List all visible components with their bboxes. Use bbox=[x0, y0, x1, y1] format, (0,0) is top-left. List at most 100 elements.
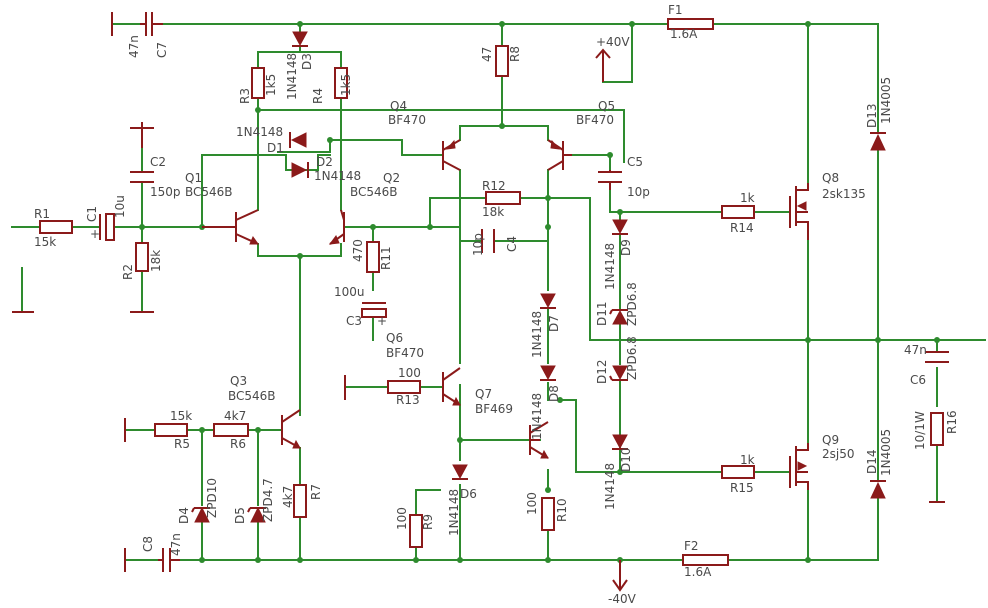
label-q8: Q8 bbox=[822, 171, 839, 185]
label-q9v: 2sj50 bbox=[822, 447, 855, 461]
label-r12v: 18k bbox=[482, 205, 504, 219]
resistor-r6 bbox=[213, 423, 249, 437]
label-d4: D4 bbox=[177, 507, 191, 524]
transistor-q3 bbox=[281, 409, 301, 449]
label-q2: Q2 bbox=[383, 171, 400, 185]
capacitor-c1: + bbox=[90, 213, 115, 241]
capacitor-c3: + bbox=[361, 302, 387, 328]
label-c7v: 47n bbox=[127, 35, 141, 58]
label-d7v: 1N4148 bbox=[530, 311, 544, 358]
label-q9: Q9 bbox=[822, 433, 839, 447]
component-labels: 47n C7 F1 1.6A +40V 47 R8 D3 1N4148 R3 1… bbox=[34, 3, 959, 606]
label-f2: F2 bbox=[684, 539, 699, 553]
diode-d6 bbox=[452, 464, 468, 480]
wires bbox=[11, 23, 986, 579]
resistor-r2 bbox=[135, 242, 149, 272]
junction-dots bbox=[139, 21, 940, 563]
label-q8v: 2sk135 bbox=[822, 187, 866, 201]
label-q5v: BF470 bbox=[576, 113, 614, 127]
diode-d9 bbox=[612, 219, 628, 235]
resistor-r1 bbox=[39, 220, 73, 234]
label-r15v: 1k bbox=[740, 453, 755, 467]
diode-d1 bbox=[289, 132, 307, 148]
label-c3: C3 bbox=[346, 314, 362, 328]
label-r16: R16 bbox=[945, 410, 959, 434]
label-d3: D3 bbox=[300, 53, 314, 70]
resistor-r16 bbox=[930, 412, 944, 446]
label-r3: R3 bbox=[238, 88, 252, 104]
diode-d3 bbox=[292, 31, 308, 47]
transistor-q8 bbox=[789, 183, 809, 240]
label-f1: F1 bbox=[668, 3, 683, 17]
transistor-q5 bbox=[547, 139, 572, 171]
fuse-f2 bbox=[682, 554, 729, 566]
label-d4v: ZPD10 bbox=[205, 478, 219, 518]
label-r8: R8 bbox=[508, 46, 522, 62]
label-r13: R13 bbox=[396, 393, 420, 407]
label-d1: D1 bbox=[267, 141, 284, 155]
label-d6v: 1N4148 bbox=[447, 489, 461, 536]
label-f2v: 1.6A bbox=[684, 565, 712, 579]
label-c4v: 10p bbox=[471, 233, 485, 256]
label-r11: R11 bbox=[379, 246, 393, 270]
label-q3v: BC546B bbox=[228, 389, 276, 403]
label-neg-rail: -40V bbox=[608, 592, 637, 606]
label-q6: Q6 bbox=[386, 331, 403, 345]
label-c6: C6 bbox=[910, 373, 926, 387]
label-q4: Q4 bbox=[390, 99, 407, 113]
label-d9v: 1N4148 bbox=[603, 243, 617, 290]
label-r4v: 1k5 bbox=[339, 74, 353, 96]
label-r7: R7 bbox=[309, 484, 323, 500]
label-q6v: BF470 bbox=[386, 346, 424, 360]
capacitor-c4 bbox=[481, 229, 495, 253]
label-d10v: 1N4148 bbox=[603, 463, 617, 510]
label-q4v: BF470 bbox=[388, 113, 426, 127]
label-r2: R2 bbox=[121, 264, 135, 280]
label-q5: Q5 bbox=[598, 99, 615, 113]
label-q1: Q1 bbox=[185, 171, 202, 185]
label-d3v: 1N4148 bbox=[285, 53, 299, 100]
label-d2v: 1N4148 bbox=[314, 169, 361, 183]
label-d8v: 1N4148 bbox=[530, 393, 544, 440]
label-pos-rail: +40V bbox=[596, 35, 630, 49]
label-c5v: 10p bbox=[627, 185, 650, 199]
label-c6v: 47n bbox=[904, 343, 927, 357]
resistor-r15 bbox=[721, 465, 755, 479]
label-c3v: 100u bbox=[334, 285, 365, 299]
transistor-q7 bbox=[442, 367, 461, 406]
label-q1v: BC546B bbox=[185, 185, 233, 199]
label-r5v: 15k bbox=[170, 409, 192, 423]
label-c5: C5 bbox=[627, 155, 643, 169]
label-c1: C1 bbox=[85, 206, 99, 222]
resistor-r5 bbox=[154, 423, 188, 437]
svg-text:+: + bbox=[90, 227, 100, 241]
label-d11v: ZPD6.8 bbox=[625, 282, 639, 326]
resistor-r8 bbox=[495, 45, 509, 77]
label-r13v: 100 bbox=[398, 366, 421, 380]
label-d12v: ZPD6.8 bbox=[625, 336, 639, 380]
transistor-q6 bbox=[529, 421, 549, 459]
label-c2v: 150p bbox=[150, 185, 181, 199]
label-d14v: 1N4005 bbox=[879, 429, 893, 476]
diode-d10 bbox=[612, 434, 628, 450]
label-r6v: 4k7 bbox=[224, 409, 246, 423]
label-q3: Q3 bbox=[230, 374, 247, 388]
label-d9: D9 bbox=[619, 239, 633, 256]
diode-d7 bbox=[540, 293, 556, 309]
label-d1v: 1N4148 bbox=[236, 125, 283, 139]
label-r11v: 470 bbox=[351, 239, 365, 262]
transistor-q2 bbox=[328, 209, 345, 245]
label-r7v: 4k7 bbox=[281, 486, 295, 508]
label-c8v: 47n bbox=[169, 533, 183, 556]
label-d12: D12 bbox=[595, 359, 609, 384]
capacitor-c7 bbox=[111, 12, 163, 36]
label-r15: R15 bbox=[730, 481, 754, 495]
label-r9: R9 bbox=[421, 514, 435, 530]
diode-d8 bbox=[540, 365, 556, 381]
neg-rail-arrow bbox=[612, 560, 628, 592]
label-r1v: 15k bbox=[34, 235, 56, 249]
resistor-r12 bbox=[485, 191, 521, 205]
label-d13: D13 bbox=[865, 103, 879, 128]
label-d8: D8 bbox=[547, 385, 561, 402]
label-r16v: 10/1W bbox=[913, 411, 927, 450]
